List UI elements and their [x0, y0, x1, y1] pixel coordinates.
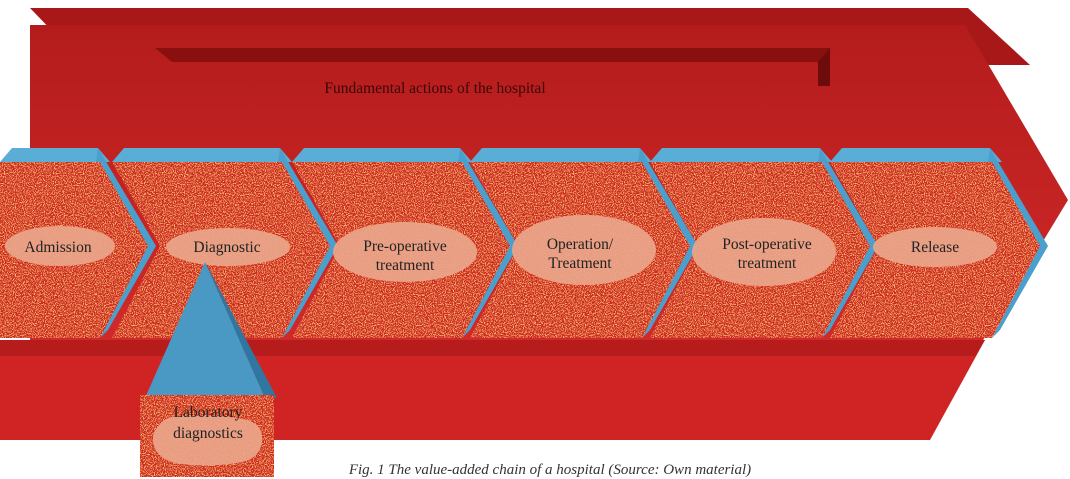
- chain-label-operation: Operation/ Treatment: [546, 236, 614, 272]
- chain-segments: [0, 148, 1048, 338]
- chain-label-blob: [512, 215, 656, 285]
- chain-segment-bevel: [650, 148, 832, 162]
- banner-slot: [155, 48, 830, 86]
- chain-segment-diagnostic: [112, 148, 338, 338]
- chain-label-diagnostic: Diagnostic: [193, 239, 261, 256]
- chain-segment-bevel: [112, 148, 292, 162]
- chain-segment-release: [830, 148, 1048, 338]
- chain-label-blob: [166, 228, 290, 266]
- chain-label-blob: [5, 226, 115, 266]
- chain-segment-operation: [470, 148, 698, 338]
- branch-blob: [152, 415, 263, 466]
- chain-segment-bevel: [0, 148, 110, 162]
- banner-title: Fundamental actions of the hospital: [324, 80, 546, 97]
- chain-segment-bevel: [470, 148, 652, 162]
- chain-label-admission: Admission: [24, 239, 92, 256]
- chain-segment-bevel: [830, 148, 1002, 162]
- chain-label-blob: [873, 227, 997, 267]
- chain-label-blob: [692, 218, 836, 286]
- chain-segment-pre-operative: [292, 148, 518, 338]
- chain-segment-admission: [0, 148, 156, 338]
- chain-label-pre-operative: Pre-operative treatment: [363, 238, 447, 274]
- chain-segment-post-operative: [650, 148, 878, 338]
- branch-triangle: [145, 262, 265, 398]
- branch-label: Laboratory diagnostics: [173, 404, 243, 442]
- figure-caption: Fig. 1 The value-added chain of a hospit…: [348, 462, 752, 478]
- chain-label-release: Release: [910, 239, 960, 256]
- chain-segment-bevel: [292, 148, 472, 162]
- chain-label-blob: [333, 222, 477, 282]
- chain-label-post-operative: Post-operative treatment: [722, 236, 812, 272]
